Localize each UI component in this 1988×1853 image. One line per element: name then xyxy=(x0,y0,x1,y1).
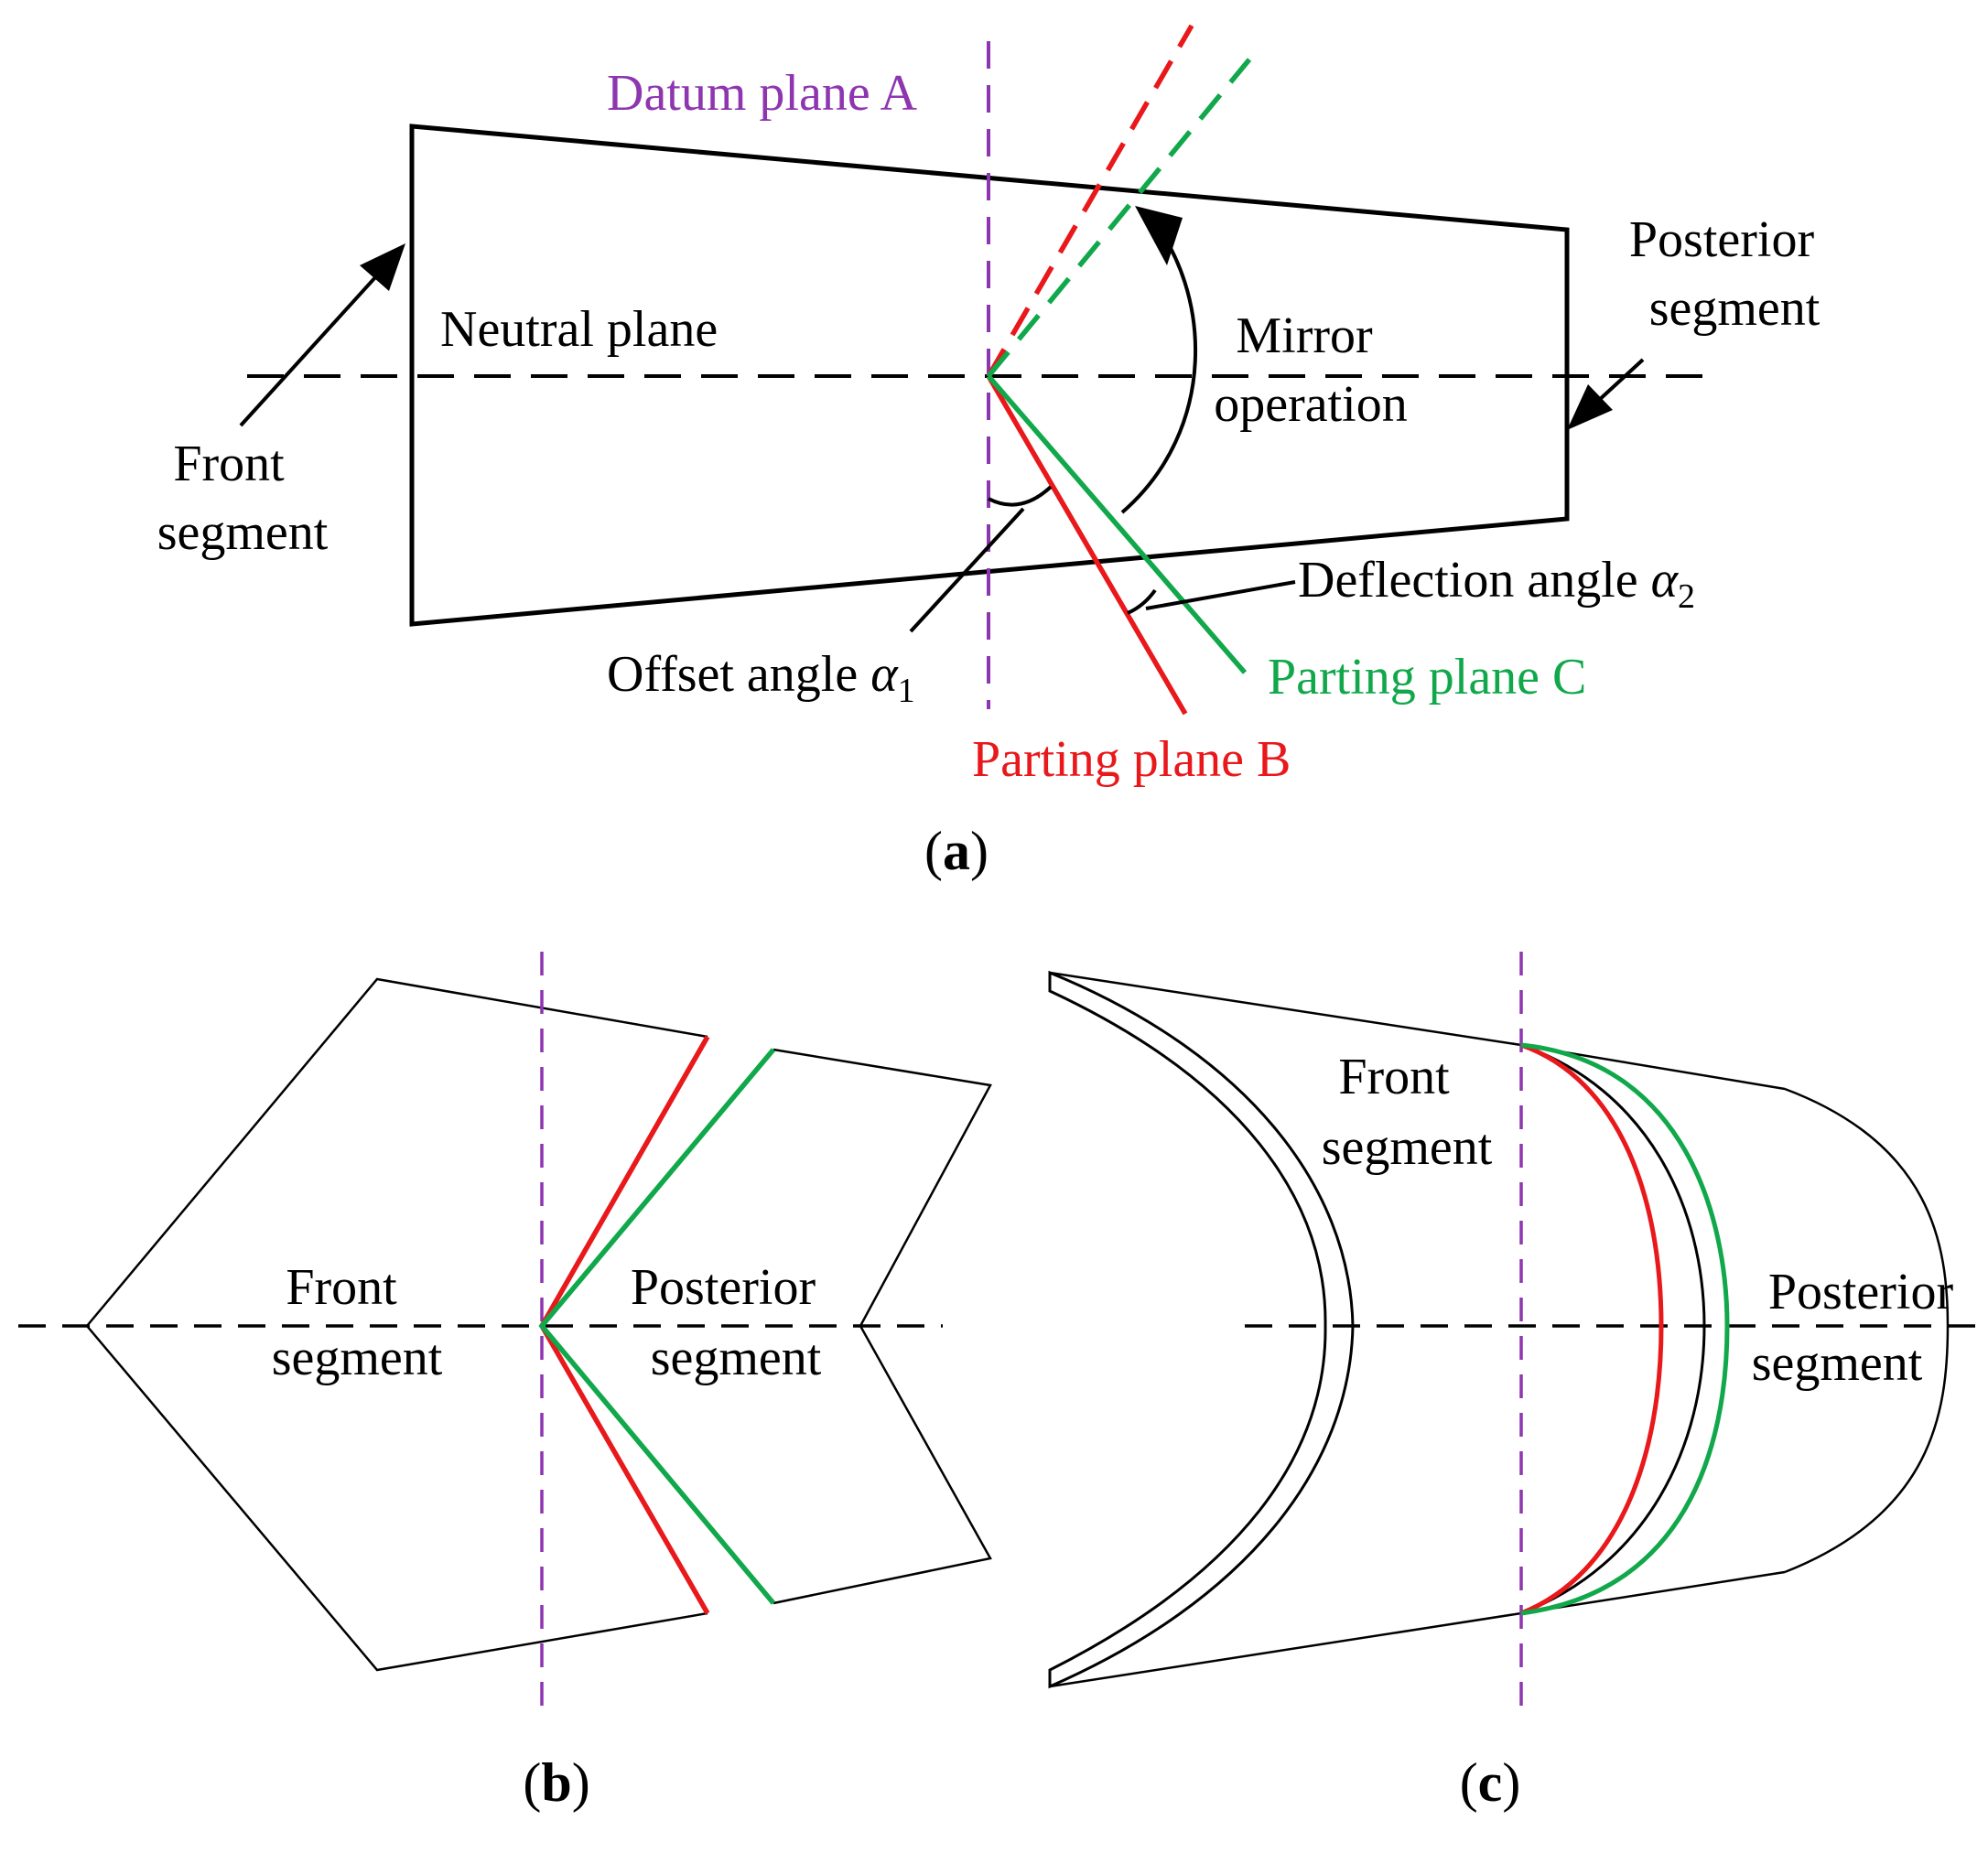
panel-a-front-arrowhead xyxy=(360,243,405,291)
datum-plane-label: Datum plane A xyxy=(607,65,918,122)
panel-a-parting-b-line xyxy=(986,374,1188,716)
panel-a: Datum plane A Neutral plane Mirror opera… xyxy=(157,24,1827,881)
panel-a-parting-c-mirror xyxy=(986,58,1252,378)
panel-a-posterior-arrowhead xyxy=(1567,384,1613,430)
panel-c-green-curve xyxy=(1520,1042,1730,1616)
panel-a-deflection-leader xyxy=(1145,580,1296,610)
panel-c-posterior-end xyxy=(1784,1087,1950,1574)
panel-a-parting-b-mirror xyxy=(986,24,1194,378)
panel-a-mirror-arc xyxy=(1120,213,1198,514)
panel-c: Front segment Posterior segment (c) xyxy=(1048,952,1977,1813)
panel-c-red-curve xyxy=(1520,1042,1664,1616)
panel-c-front-label: Front segment xyxy=(1322,1049,1493,1176)
panel-b-posterior-label: Posterior segment xyxy=(631,1259,828,1386)
panel-a-mirror-arrowhead xyxy=(1135,206,1183,265)
panel-c-inner-curve xyxy=(1520,1043,1706,1615)
caption-a: (a) xyxy=(924,821,989,881)
posterior-segment-label: Posterior segment xyxy=(1629,211,1827,337)
offset-angle-label: Offset angle α1 xyxy=(607,646,915,710)
panel-a-front-arrow xyxy=(239,254,396,427)
deflection-angle-label: Deflection angle α2 xyxy=(1298,552,1695,616)
caption-b: (b) xyxy=(523,1752,589,1813)
panel-c-front-face xyxy=(1048,970,1355,1689)
mirror-operation-label: Mirror operation xyxy=(1214,307,1407,433)
front-segment-label: Front segment xyxy=(157,436,329,561)
panel-a-deflection-arc xyxy=(1127,588,1157,615)
parting-plane-c-label: Parting plane C xyxy=(1268,649,1586,706)
panel-b-front-label: Front segment xyxy=(272,1259,443,1386)
panel-a-parting-c-line xyxy=(986,374,1248,674)
panel-a-offset-leader xyxy=(909,507,1025,633)
panel-c-top-front xyxy=(1049,971,1522,1047)
panel-c-bottom-back xyxy=(1520,1570,1786,1615)
panel-a-trapezoid xyxy=(409,124,1570,627)
panel-c-bottom-front xyxy=(1049,1611,1522,1688)
panel-a-offset-arc xyxy=(988,485,1053,507)
panel-b-posterior-outline xyxy=(773,1048,992,1605)
neutral-plane-label: Neutral plane xyxy=(440,301,718,358)
panel-c-posterior-label: Posterior segment xyxy=(1752,1264,1966,1392)
caption-c: (c) xyxy=(1460,1752,1521,1813)
panel-b-green-v xyxy=(538,1048,776,1605)
panel-b: Front segment Posterior segment (b) xyxy=(18,952,992,1813)
parting-plane-b-label: Parting plane B xyxy=(972,731,1291,788)
